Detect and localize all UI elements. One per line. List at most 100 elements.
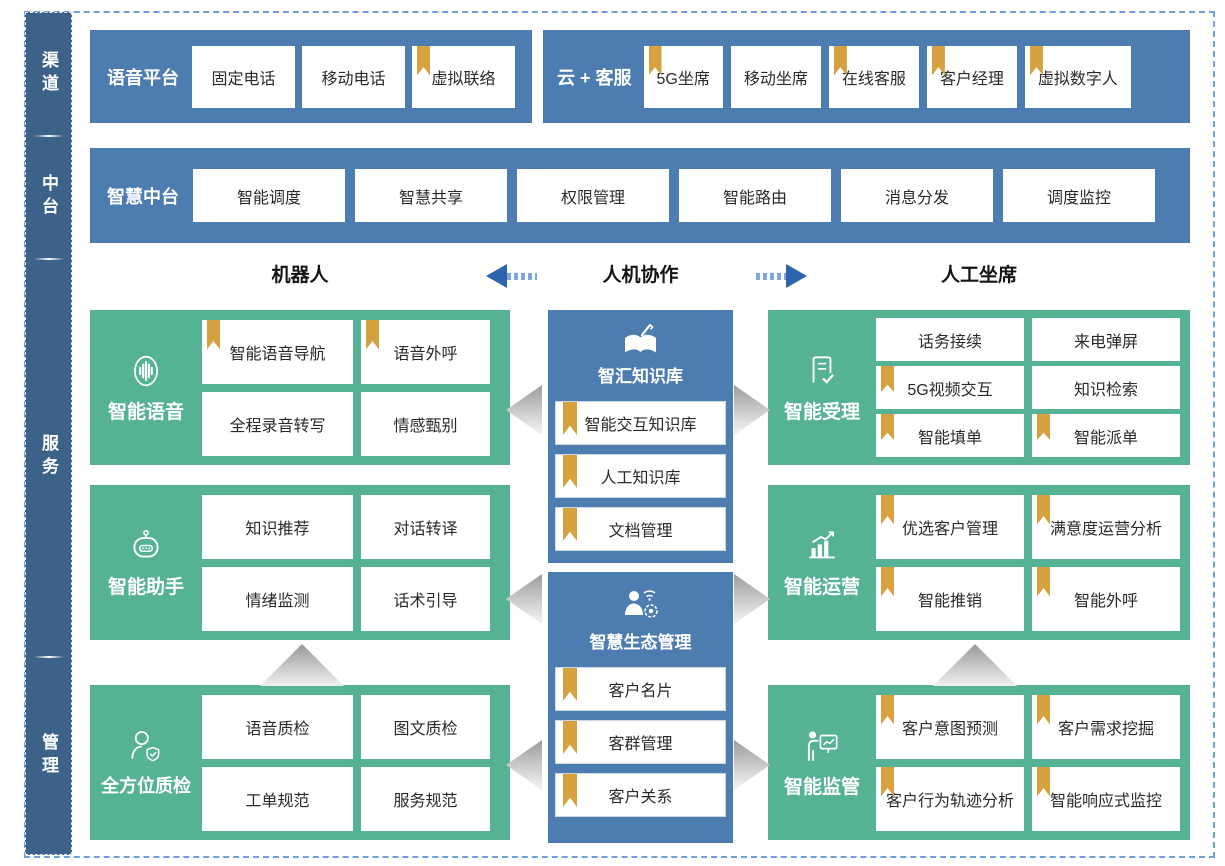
right-flow-arrow <box>756 264 807 288</box>
ecosystem-person-icon <box>619 584 663 624</box>
module-label: 全方位质检 <box>101 776 191 796</box>
cloud-service-items: 5G坐席移动坐席在线客服客户经理虚拟数字人 <box>643 45 1131 108</box>
feature-label: 智能交互知识库 <box>584 417 697 434</box>
module-head: 智能监管 <box>768 685 876 840</box>
bookmark-ribbon-icon <box>366 319 379 350</box>
arrow-left-icon <box>486 264 507 288</box>
feature-box: 客户名片 <box>555 667 726 711</box>
voice-platform-title: 语音平台 <box>107 67 179 88</box>
feature-box: 权限管理 <box>517 169 669 222</box>
feature-label: 固定电话 <box>211 70 276 88</box>
feature-label: 客户意图预测 <box>901 720 998 738</box>
feature-box: 话务接续 <box>876 318 1024 361</box>
chevron-left-icon <box>506 740 542 790</box>
module-items: 知识推荐对话转译情绪监测话术引导 <box>202 485 510 640</box>
feature-label: 话术引导 <box>393 592 458 610</box>
module-label: 智能监管 <box>783 776 860 798</box>
sidebar-section-midplatform: 中台 <box>26 136 71 257</box>
feature-box: 智能调度 <box>193 169 345 222</box>
bookmark-ribbon-icon <box>1037 766 1050 797</box>
feature-label: 人工知识库 <box>600 470 681 487</box>
bookmark-ribbon-icon <box>563 455 577 488</box>
bookmark-ribbon-icon <box>1037 566 1050 597</box>
feature-box: 5G视频交互 <box>876 366 1024 409</box>
module-head: 智汇知识库 <box>598 322 683 387</box>
sidebar-divider <box>33 656 64 658</box>
robot-icon <box>127 527 165 565</box>
bookmark-ribbon-icon <box>207 319 220 350</box>
quality-inspector-icon <box>126 727 166 765</box>
feature-box: 智能推销 <box>876 566 1024 631</box>
chevron-right-icon <box>734 574 770 624</box>
feature-label: 移动坐席 <box>743 70 808 88</box>
feature-label: 在线客服 <box>841 70 906 88</box>
midplatform-title: 智慧中台 <box>107 186 179 207</box>
left-flow-arrow <box>486 264 537 288</box>
feature-label: 客户需求挖掘 <box>1057 720 1154 738</box>
knowledge-book-icon <box>619 322 663 358</box>
feature-box: 情感甄别 <box>361 391 490 456</box>
feature-box: 智能路由 <box>679 169 831 222</box>
feature-box: 知识推荐 <box>202 494 353 559</box>
module-eco-management: 智慧生态管理 客户名片客群管理客户关系 <box>548 572 733 843</box>
voice-icon <box>127 352 165 390</box>
sidebar-label-management: 管理 <box>39 732 58 779</box>
feature-label: 客户行为轨迹分析 <box>885 792 1014 810</box>
feature-label: 虚拟数字人 <box>1037 70 1118 88</box>
feature-box: 知识检索 <box>1032 366 1180 409</box>
feature-label: 消息分发 <box>884 189 949 207</box>
feature-label: 服务规范 <box>393 792 458 810</box>
feature-box: 工单规范 <box>202 766 353 831</box>
bookmark-ribbon-icon <box>881 414 894 440</box>
bookmark-ribbon-icon <box>1037 494 1050 525</box>
feature-box: 消息分发 <box>841 169 993 222</box>
module-label: 智能受理 <box>783 401 860 423</box>
feature-label: 智能填单 <box>917 429 982 447</box>
chevron-left-icon <box>506 385 542 435</box>
module-head: 智能受理 <box>768 310 876 465</box>
module-items: 客户意图预测 客户需求挖掘客户行为轨迹分析 智能响应式监控 <box>876 685 1190 840</box>
feature-box: 人工知识库 <box>555 454 726 498</box>
cloud-service-block: 云 + 客服 5G坐席移动坐席在线客服客户经理虚拟数字人 <box>543 30 1190 123</box>
collaboration-title: 人机协作 <box>602 265 679 286</box>
feature-label: 满意度运营分析 <box>1049 520 1162 538</box>
feature-box: 智能派单 <box>1032 414 1180 457</box>
module-knowledge-hub: 智汇知识库 智能交互知识库人工知识库文档管理 <box>548 310 733 563</box>
feature-box: 虚拟联络 <box>412 45 515 108</box>
feature-label: 智能推销 <box>917 592 982 610</box>
voice-platform-items: 固定电话移动电话虚拟联络 <box>192 45 515 108</box>
bookmark-ribbon-icon <box>563 508 577 541</box>
feature-box: 调度监控 <box>1003 169 1155 222</box>
module-items: 智能语音导航语音外呼全程录音转写情感甄别 <box>202 310 510 465</box>
bookmark-ribbon-icon <box>881 766 894 797</box>
bookmark-ribbon-icon <box>563 402 577 435</box>
feature-label: 工单规范 <box>245 792 310 810</box>
bookmark-ribbon-icon <box>931 45 945 76</box>
feature-label: 智能调度 <box>236 189 301 207</box>
feature-label: 虚拟联络 <box>431 70 496 88</box>
feature-label: 智能响应式监控 <box>1049 792 1162 810</box>
feature-box: 客群管理 <box>555 720 726 764</box>
sidebar-divider <box>33 258 64 260</box>
bookmark-ribbon-icon <box>1029 45 1043 76</box>
feature-label: 语音质检 <box>245 720 310 738</box>
triangle-up-icon <box>933 644 1017 686</box>
feature-label: 语音外呼 <box>393 345 458 363</box>
arrow-dash-tail <box>756 272 786 280</box>
module-smart-supervision: 智能监管 客户意图预测 客户需求挖掘客户行为轨迹分析 智能响应式监控 <box>768 685 1190 840</box>
bookmark-ribbon-icon <box>881 366 894 392</box>
feature-label: 权限管理 <box>560 189 625 207</box>
bookmark-ribbon-icon <box>1037 414 1050 440</box>
feature-label: 智慧共享 <box>398 189 463 207</box>
sidebar-section-channel: 渠道 <box>26 13 71 134</box>
feature-box: 对话转译 <box>361 494 490 559</box>
feature-label: 5G坐席 <box>656 70 710 88</box>
module-quality-check: 全方位质检 语音质检图文质检工单规范服务规范 <box>90 685 510 840</box>
feature-box: 全程录音转写 <box>202 391 353 456</box>
feature-label: 知识推荐 <box>245 520 310 538</box>
feature-label: 智能路由 <box>722 189 787 207</box>
sidebar-label-service: 服务 <box>39 434 58 480</box>
feature-box: 客户需求挖掘 <box>1032 694 1180 759</box>
